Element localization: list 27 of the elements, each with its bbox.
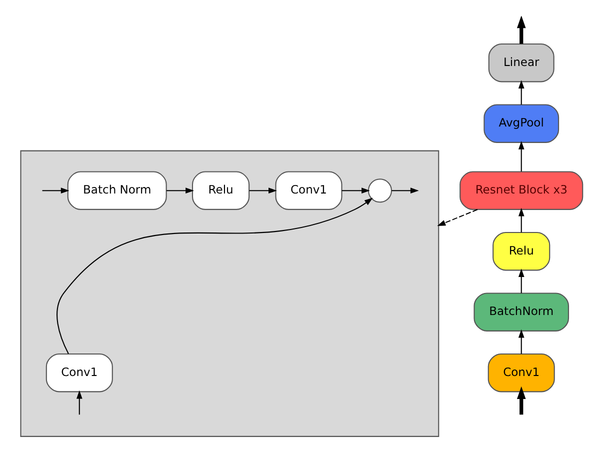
arrow xyxy=(518,141,524,172)
arrow xyxy=(518,268,524,294)
arrow xyxy=(518,329,524,354)
node-box: Conv1 xyxy=(488,353,555,392)
node-circle xyxy=(368,178,392,203)
arrow xyxy=(518,80,524,105)
node-box: Resnet Block x3 xyxy=(460,171,584,210)
node-box: AvgPool xyxy=(484,104,560,143)
arrow xyxy=(518,208,524,232)
arrow xyxy=(342,188,370,194)
arrow xyxy=(516,386,526,415)
node-box: Linear xyxy=(488,43,554,82)
arrow xyxy=(516,16,526,44)
node-box: Relu xyxy=(192,171,250,210)
node-box: Conv1 xyxy=(275,171,342,210)
node-box: Relu xyxy=(492,232,550,271)
arrow xyxy=(166,188,194,194)
arrow xyxy=(76,390,82,415)
node-box: Conv1 xyxy=(46,353,113,392)
arrow xyxy=(437,209,478,226)
cluster xyxy=(20,150,440,437)
arrow xyxy=(392,188,419,194)
node-box: Batch Norm xyxy=(67,171,167,210)
arrow xyxy=(56,198,373,354)
arrow xyxy=(249,188,277,194)
node-box: BatchNorm xyxy=(474,292,570,332)
arrow xyxy=(42,188,70,194)
